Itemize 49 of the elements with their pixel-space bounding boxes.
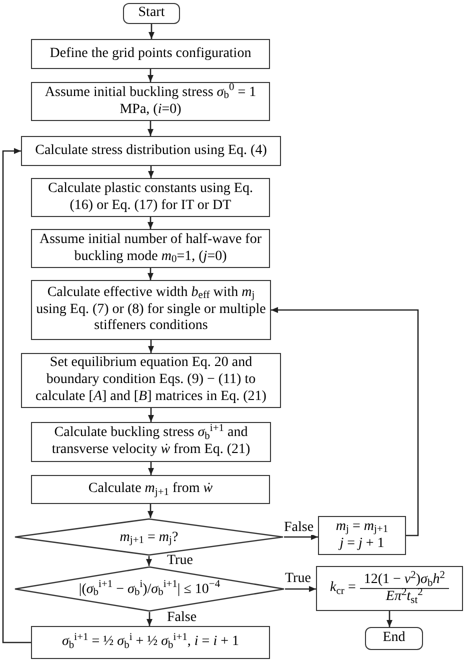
arrow [148,217,154,229]
step-text: Calculate effective width b$_{eff}$ with m$_{j}$ using Eq. (7) or (8) for single or multiple stiffeners conditions [36,284,266,336]
arrow [148,462,154,475]
arrow [148,69,154,82]
arrow [146,612,152,626]
step-text: σ$_{b}$$^{i+1}$ = ½ σ$_{b}$$^{i}$ + ½ σ$_{b}$$^{i+1}$, i = i+ 1 [62,634,239,651]
arrow [148,166,154,178]
arrow [285,586,316,592]
process-box [31,82,270,121]
step-text: Start [138,5,165,22]
arrow [148,408,154,422]
arrow [2,148,31,644]
process-box [31,229,270,268]
step-text: m$_{j}$ = m$_{j+1}$ [336,518,388,536]
process-box [318,516,406,555]
formula-text: k$_{cr}$ = [330,580,356,597]
step-text: Assume initial number of half-wave for buckling mode m$_{0}$=1, (j=0) [38,232,262,266]
step-text: j = j + 1 [340,536,384,552]
arrow [146,556,152,566]
process-box [31,39,270,69]
arrow [148,340,154,353]
process-box [21,353,281,408]
formula-box [316,566,463,611]
step-text: Calculate plastic constants using Eq. (16) or Eq. (17) for IT or DT [47,180,254,214]
step-text: Calculate buckling stress σ$_{b}$$^{i+1}$ and transverse velocity ẇ from Eq. (21) [50,425,252,459]
arrow [148,121,154,136]
step-text: Define the grid points configuration [50,46,252,62]
edge-label: False [283,521,315,535]
numerator-text: 12(1 − v$^{2}$)σ$_{b}$h$^{2}$ [360,572,449,589]
arrow [386,611,392,627]
step-text: Calculate m$_{j+1}$ from ẇ [88,481,213,498]
condition-text: m$_{j+1}$ = m$_{j}$? [120,528,178,548]
step-text: Calculate stress distribution using Eq. (4) [35,142,267,160]
terminal-box [123,3,180,24]
arrow [271,307,419,536]
process-box [31,475,270,504]
step-text: Assume initial buckling stress σ$_{b}$$^{0}$ = 1 MPa, (i=0) [44,84,258,118]
arrow [148,24,154,39]
arrow [148,504,154,518]
step-text: End [382,630,406,647]
process-box [31,626,270,659]
terminal-box [365,627,423,650]
process-box [31,178,270,217]
arrow [148,268,154,280]
arrow [284,534,318,540]
step-text: Set equilibrium equation Eq. 20 and boundary condition Eqs. (9) − (11) to calculate [A] and [B] matrices in Eq. (21) [34,355,268,406]
process-box [21,136,281,166]
condition-text: |(σ$_{b}$$^{i+1}$ − σ$_{b}$$^{i}$)/σ$_{b}$$^{i+1}$| ≤ 10$^{−4}$ [78,578,220,600]
process-box [31,422,271,462]
